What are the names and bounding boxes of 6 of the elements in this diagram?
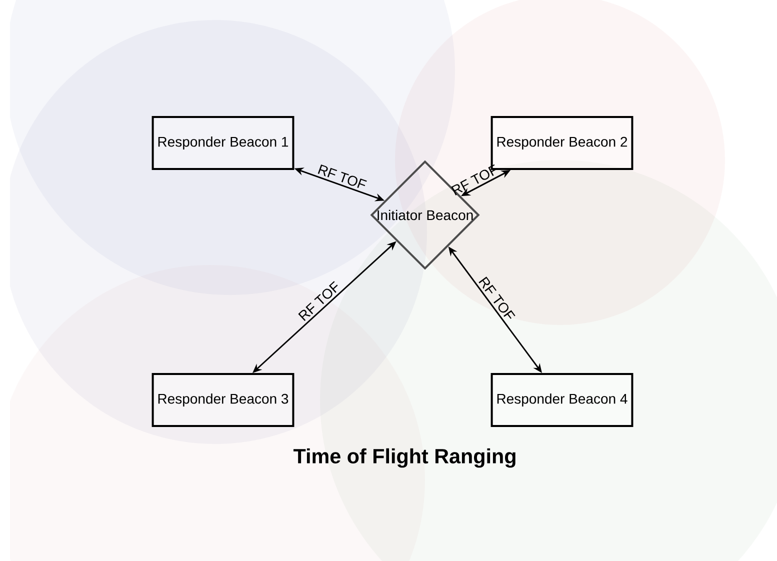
edge-label: RF TOF [318, 164, 367, 188]
edge-label: RF TOF [298, 281, 338, 322]
process-box: Responder Beacon 1 [152, 116, 294, 170]
title: Time of Flight Ranging [294, 448, 516, 468]
process-box: Responder Beacon 4 [490, 373, 634, 427]
process-box: Responder Beacon 3 [152, 373, 294, 427]
